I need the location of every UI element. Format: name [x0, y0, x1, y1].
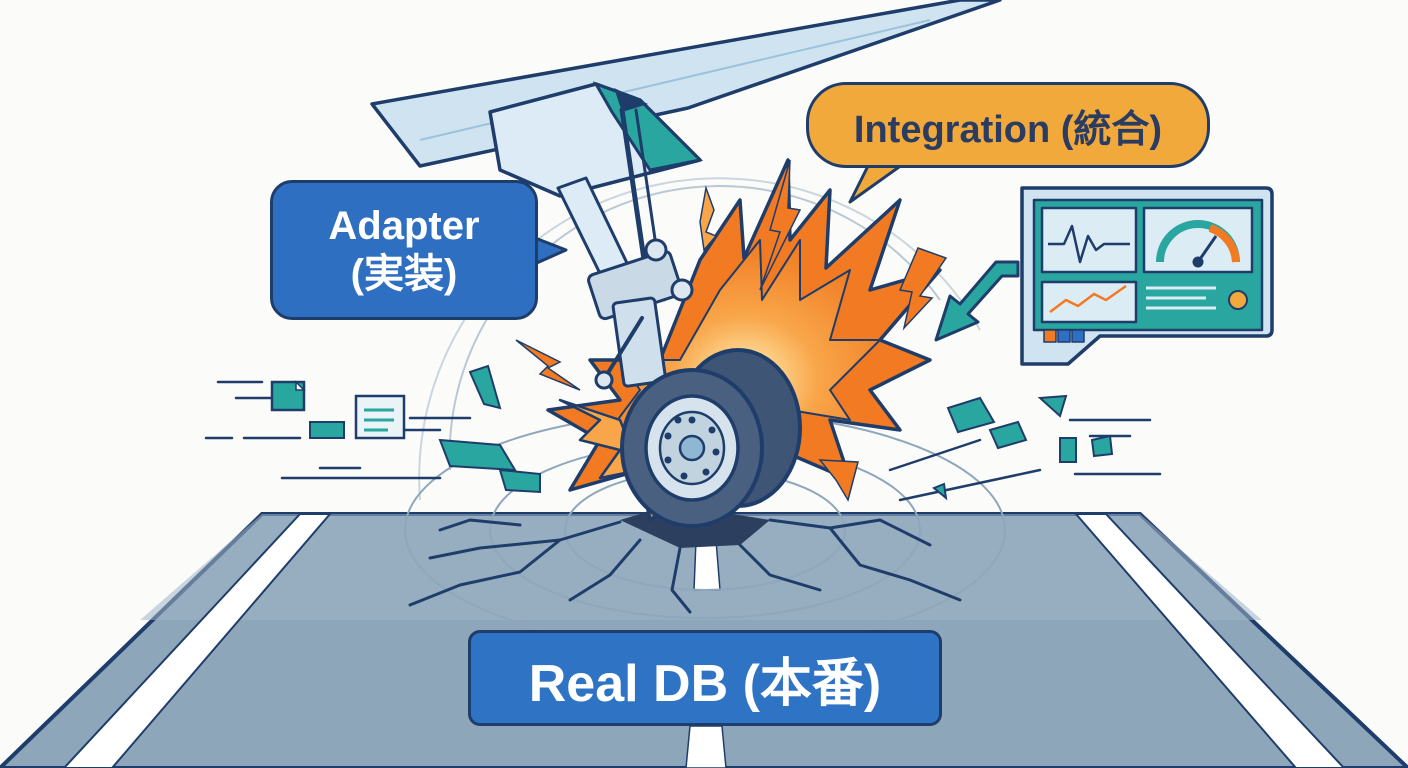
wing: [370, 0, 1002, 198]
adapter-label-line2: (実装): [350, 252, 458, 296]
integration-label-text: Integration (統合): [853, 108, 1163, 151]
document-icon: [270, 380, 406, 440]
real-db-label-text: Real DB (本番): [528, 654, 882, 713]
speed-lines: [204, 380, 1162, 502]
landing-gear-icon: [556, 107, 694, 390]
monitor-dashboard-icon: [1020, 186, 1274, 366]
tire-icon: [620, 348, 802, 528]
adapter-label-line1: Adapter: [328, 204, 480, 248]
debris-fragments: [309, 364, 1114, 501]
real-db-label: Real DB (本番): [468, 630, 942, 726]
adapter-callout: Adapter (実装): [270, 180, 538, 320]
integration-callout: Integration (統合): [806, 82, 1210, 168]
callout-tails: [528, 160, 908, 268]
arrow-icon: [934, 260, 1020, 342]
